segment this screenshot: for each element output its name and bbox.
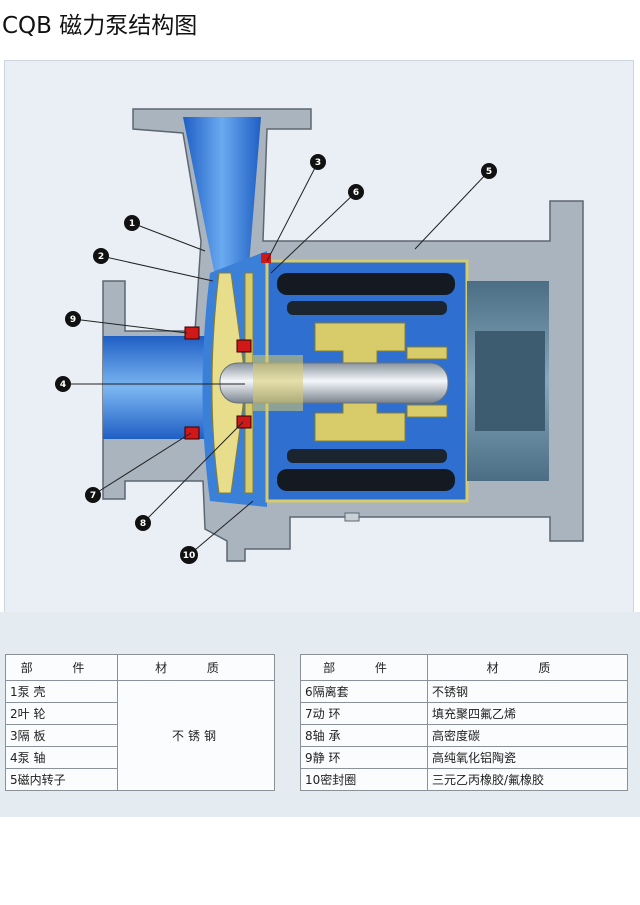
material-cell: 高纯氧化铝陶瓷 bbox=[427, 746, 628, 769]
part-cell: 10密封圈 bbox=[300, 768, 428, 791]
callout-6: 6 bbox=[348, 184, 364, 200]
seal-ring-3 bbox=[236, 339, 252, 353]
outer-magnet-top bbox=[277, 273, 455, 295]
material-cell: 不锈钢 bbox=[427, 680, 628, 703]
header-material: 材 质 bbox=[117, 654, 275, 681]
seal-ring-5 bbox=[261, 253, 271, 263]
outer-rotor-hub bbox=[475, 331, 545, 431]
inner-magnet-top bbox=[287, 301, 447, 315]
material-cell: 三元乙丙橡胶/氟橡胶 bbox=[427, 768, 628, 791]
svg-text:5: 5 bbox=[486, 167, 492, 177]
seal-ring-1 bbox=[184, 326, 200, 340]
outlet-throat bbox=[183, 117, 261, 276]
parts-materials-table-right: 部 件 材 质 6隔离套 不锈钢 7动 环 填充聚四氟乙烯 8轴 承 高密度碳 … bbox=[300, 654, 628, 791]
rotor-arm-bottom bbox=[406, 404, 448, 418]
part-cell: 7动 环 bbox=[300, 702, 428, 725]
svg-text:3: 3 bbox=[315, 158, 321, 168]
seal-ring-2 bbox=[184, 426, 200, 440]
header-part: 部 件 bbox=[5, 654, 118, 681]
material-cell: 填充聚四氟乙烯 bbox=[427, 702, 628, 725]
inner-magnet-bottom bbox=[287, 449, 447, 463]
svg-text:4: 4 bbox=[60, 380, 66, 390]
part-cell: 8轴 承 bbox=[300, 724, 428, 747]
table-row: 8轴 承 高密度碳 bbox=[300, 724, 628, 747]
materials-tables-panel: 部 件 材 质 1泵 壳 不锈钢 2叶 轮 3隔 板 4泵 轴 5磁内转子 部 … bbox=[0, 612, 640, 817]
header-part: 部 件 bbox=[300, 654, 428, 681]
part-cell: 9静 环 bbox=[300, 746, 428, 769]
part-cell: 2叶 轮 bbox=[5, 702, 118, 725]
rotor-arm-top bbox=[406, 346, 448, 360]
pump-cross-section-svg: 1 2 3 4 5 6 7 9 8 10 bbox=[55, 108, 584, 564]
table-row: 10密封圈 三元乙丙橡胶/氟橡胶 bbox=[300, 768, 628, 791]
drain-plug bbox=[344, 512, 360, 522]
material-cell: 高密度碳 bbox=[427, 724, 628, 747]
part-cell: 3隔 板 bbox=[5, 724, 118, 747]
svg-text:8: 8 bbox=[140, 519, 146, 529]
outer-magnet-bottom bbox=[277, 469, 455, 491]
table-row: 7动 环 填充聚四氟乙烯 bbox=[300, 702, 628, 725]
shaft-sleeve bbox=[253, 355, 303, 411]
pump-cross-section-diagram: 1 2 3 4 5 6 7 9 8 10 bbox=[4, 60, 634, 614]
callout-leaders bbox=[63, 161, 490, 556]
callout-5: 5 bbox=[481, 163, 497, 179]
table-header-row: 部 件 材 质 bbox=[300, 654, 628, 681]
callout-1: 1 bbox=[124, 215, 140, 231]
part-cell: 5磁内转子 bbox=[5, 768, 118, 791]
table-row: 6隔离套 不锈钢 bbox=[300, 680, 628, 703]
page-title: CQB 磁力泵结构图 bbox=[2, 13, 198, 39]
shared-material-cell: 不锈钢 bbox=[117, 680, 275, 791]
callout-10: 10 bbox=[180, 546, 198, 564]
callout-9: 9 bbox=[65, 311, 81, 327]
part-cell: 4泵 轴 bbox=[5, 746, 118, 769]
svg-text:7: 7 bbox=[90, 491, 96, 501]
svg-text:10: 10 bbox=[183, 551, 196, 561]
callout-7: 7 bbox=[85, 487, 101, 503]
table-row: 5磁内转子 bbox=[5, 768, 275, 791]
parts-materials-table-left: 部 件 材 质 1泵 壳 不锈钢 2叶 轮 3隔 板 4泵 轴 5磁内转子 bbox=[5, 654, 275, 791]
table-header-row: 部 件 材 质 bbox=[5, 654, 275, 681]
part-cell: 1泵 壳 bbox=[5, 680, 118, 703]
callout-8: 8 bbox=[135, 515, 151, 531]
callout-4: 4 bbox=[55, 376, 71, 392]
table-row: 9静 环 高纯氧化铝陶瓷 bbox=[300, 746, 628, 769]
callout-2: 2 bbox=[93, 248, 109, 264]
inlet-channel bbox=[103, 336, 220, 439]
svg-text:1: 1 bbox=[129, 219, 135, 229]
svg-text:2: 2 bbox=[98, 252, 104, 262]
callout-3: 3 bbox=[310, 154, 326, 170]
part-cell: 6隔离套 bbox=[300, 680, 428, 703]
header-material: 材 质 bbox=[427, 654, 628, 681]
svg-text:9: 9 bbox=[70, 315, 76, 325]
svg-text:6: 6 bbox=[353, 188, 359, 198]
table-row: 1泵 壳 不锈钢 bbox=[5, 680, 275, 791]
